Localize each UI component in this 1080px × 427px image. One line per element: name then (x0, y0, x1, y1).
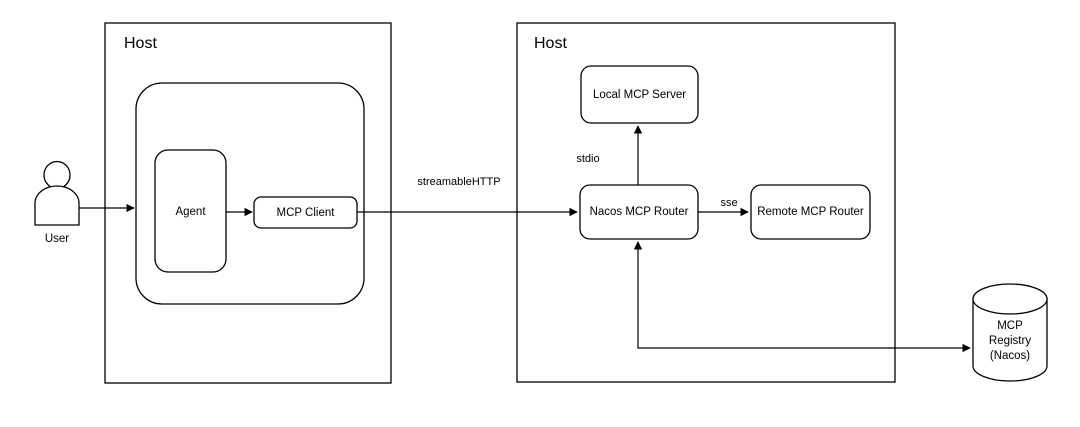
agent-runtime-container (135, 82, 365, 305)
edge-registry-to-nacos-router (633, 241, 971, 353)
host-right-box (516, 22, 896, 383)
node-nacos-mcp-router[interactable]: Nacos MCP Router (579, 184, 699, 240)
edge-label-stdio: stdio (576, 153, 599, 165)
node-mcp-client[interactable]: MCP Client (253, 196, 358, 229)
node-agent[interactable]: Agent (154, 149, 227, 273)
host-left-box (104, 22, 392, 384)
edge-label-streamablehttp: streamableHTTP (417, 176, 500, 188)
nacos-mcp-router-label: Nacos MCP Router (590, 206, 689, 218)
agent-box (154, 149, 227, 273)
local-mcp-server-box (580, 65, 699, 124)
host-right-label: Host (534, 35, 567, 52)
mcp-registry-cylinder-body (972, 298, 1048, 382)
node-mcp-registry[interactable]: MCP Registry (Nacos) (972, 283, 1048, 382)
host-left-label: Host (124, 35, 157, 52)
remote-mcp-router-label: Remote MCP Router (757, 206, 864, 218)
user-label: User (45, 233, 69, 245)
remote-mcp-router-box (750, 184, 871, 240)
host-right-group: Host (516, 22, 896, 383)
edge-label-sse: sse (720, 197, 737, 209)
agent-label: Agent (175, 206, 206, 218)
mcp-registry-label-line3: (Nacos) (990, 350, 1030, 362)
mcp-registry-label-line2: Registry (989, 335, 1031, 347)
user-actor[interactable]: User (34, 160, 80, 246)
mcp-registry-label-line1: MCP (997, 320, 1023, 332)
person-actor-icon (34, 160, 80, 226)
local-mcp-server-label: Local MCP Server (593, 89, 686, 101)
node-remote-mcp-router[interactable]: Remote MCP Router (750, 184, 871, 240)
mcp-registry-cylinder-top (972, 283, 1048, 315)
host-left-group: Host (104, 22, 392, 384)
node-local-mcp-server[interactable]: Local MCP Server (580, 65, 699, 124)
mcp-client-label: MCP Client (277, 207, 336, 219)
